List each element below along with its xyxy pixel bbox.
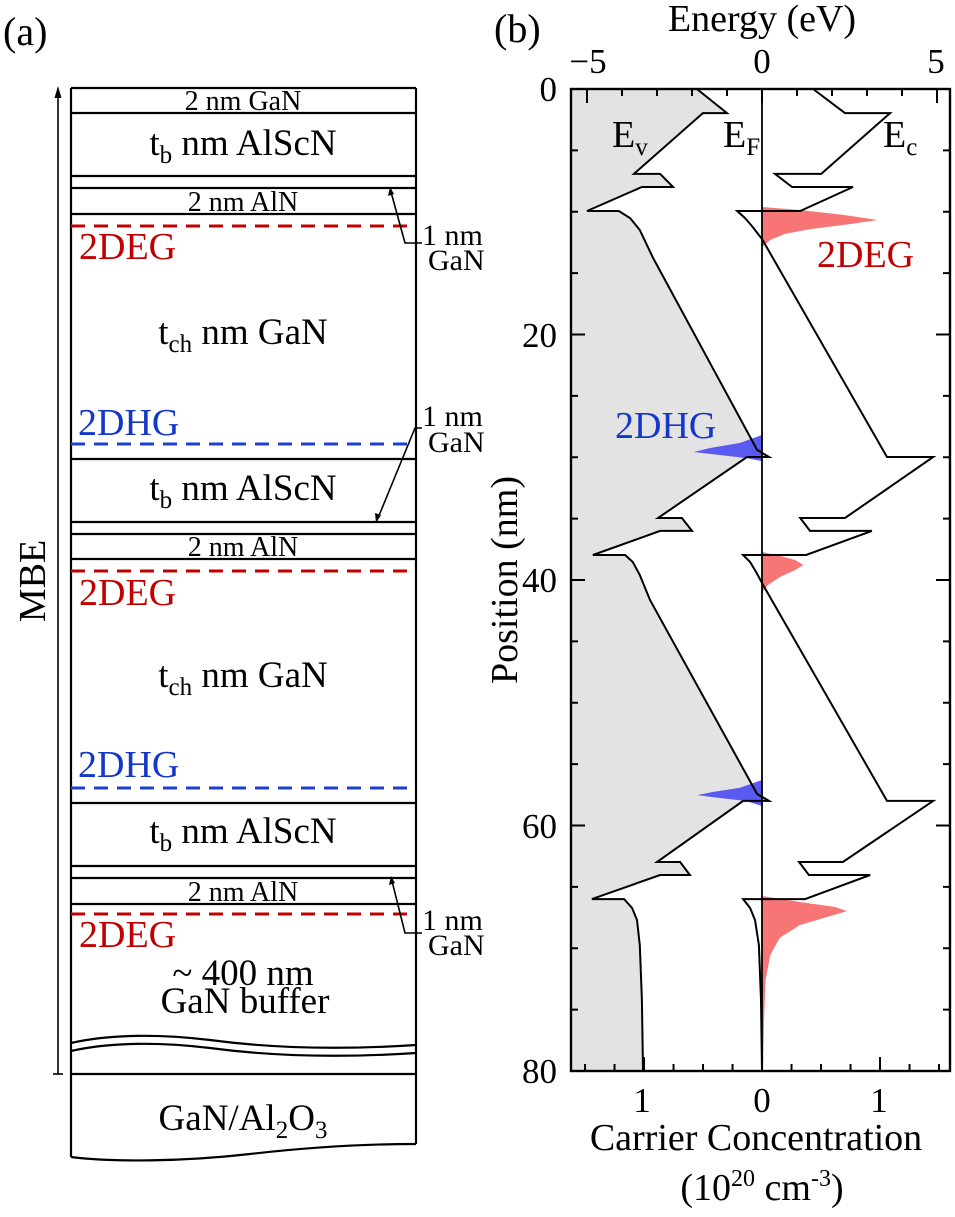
axis-ticks (571, 88, 950, 1072)
left-tick-label: 20 (522, 316, 557, 355)
top-tick-label: 5 (927, 42, 945, 81)
svg-text:1 nm: 1 nm (422, 400, 483, 433)
layer-label-gan-cap: 2 nm GaN (185, 86, 302, 117)
callout-1nm-gan: 1 nm GaN (389, 876, 485, 962)
2deg-plot-label: 2DEG (817, 234, 914, 276)
layer-label-alscn: tb nm AlScN (149, 123, 336, 169)
fermi-level-label: EF (723, 114, 760, 161)
svg-text:GaN: GaN (428, 244, 485, 277)
top-tick-label: 0 (753, 42, 771, 81)
svg-text:GaN: GaN (428, 426, 485, 459)
x-axis-bottom-units: (1020 cm-3) (680, 1166, 843, 1209)
x-axis-top-title: Energy (eV) (668, 0, 856, 40)
mbe-label: MBE (12, 540, 54, 622)
layer-label-alscn: tb nm AlScN (149, 468, 336, 514)
top-tick-label: −5 (569, 42, 606, 81)
layer-interfaces (71, 86, 416, 1076)
buffer-thickness-label: ~ 400 nm (172, 953, 314, 994)
2deg-density-fill (762, 207, 878, 248)
layer-label-aln: 2 nm AlN (188, 187, 298, 218)
2dhg-plot-label: 2DHG (615, 405, 716, 447)
callout-1nm-gan: 1 nm GaN (375, 400, 485, 523)
break-wave-upper (70, 1034, 417, 1049)
left-tick-label: 40 (522, 561, 557, 600)
left-tick-label: 60 (522, 807, 557, 846)
arrowhead-icon (375, 513, 381, 523)
bottom-tick-label: 1 (870, 1081, 888, 1120)
plot-area (571, 88, 937, 1072)
panel-a-label: (a) (3, 9, 47, 54)
panel-b-band-diagram: (b) Energy (eV) −5 0 5 0 20 40 60 80 1 0… (484, 0, 952, 1209)
bottom-tick-label: 1 (633, 1081, 651, 1120)
2deg-density-fill (762, 552, 804, 593)
substrate-bottom-wave (70, 1142, 417, 1162)
2dhg-label: 2DHG (78, 402, 179, 444)
panel-a-layer-stack: (a) MBE (3, 9, 485, 1162)
left-tick-label: 0 (540, 70, 558, 109)
2deg-label: 2DEG (79, 226, 176, 268)
layer-label-aln: 2 nm AlN (188, 877, 298, 908)
2deg-label: 2DEG (79, 572, 176, 614)
svg-text:1 nm: 1 nm (422, 904, 483, 937)
valence-band-label: Ev (612, 114, 648, 161)
svg-text:GaN: GaN (428, 929, 485, 962)
buffer-label: GaN buffer (161, 981, 330, 1022)
callout-1nm-gan: 1 nm GaN (388, 187, 485, 277)
conduction-band-line (734, 88, 937, 1072)
substrate-label: GaN/Al2O3 (159, 1098, 328, 1144)
valence-band-fill (571, 89, 769, 1071)
svg-text:1 nm: 1 nm (422, 219, 483, 252)
arrowhead-icon (389, 876, 395, 885)
arrowhead-icon (388, 187, 394, 196)
2dhg-density-fill (697, 780, 762, 806)
valence-band-line (586, 88, 773, 1072)
panel-b-label: (b) (494, 6, 541, 51)
layer-label-aln: 2 nm AlN (188, 532, 298, 563)
x-axis-bottom-title: Carrier Concentration (590, 1117, 922, 1159)
break-wave-lower (70, 1042, 417, 1057)
conduction-band-label: Ec (883, 114, 917, 161)
2dhg-label: 2DHG (78, 744, 179, 786)
bottom-tick-label: 0 (753, 1081, 771, 1120)
left-tick-label: 80 (522, 1052, 557, 1091)
layer-label-alscn: tb nm AlScN (149, 811, 336, 857)
2deg-label: 2DEG (79, 914, 176, 956)
arrowhead-icon (54, 86, 62, 98)
y-axis-title: Position (nm) (484, 476, 526, 684)
layer-label-gan-channel: tch nm GaN (158, 655, 328, 701)
2dhg-density-fill (693, 435, 762, 462)
2deg-density-fill (762, 896, 847, 1071)
layer-label-gan-channel: tch nm GaN (158, 312, 328, 358)
